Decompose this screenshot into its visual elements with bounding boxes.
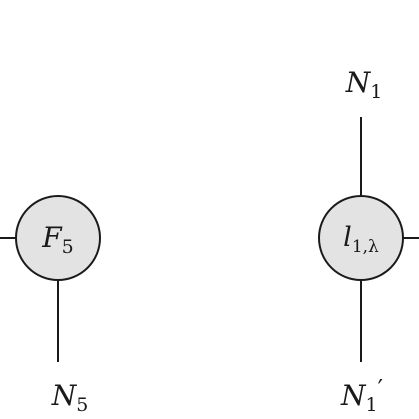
node-l1-lambda-label: l1,λ	[343, 222, 379, 257]
label-n1-top: N1	[345, 66, 383, 103]
label-n1-prime-bottom: N1′	[340, 375, 383, 416]
node-l1-lambda: l1,λ	[318, 117, 419, 362]
node-l1-lambda-circle	[318, 195, 404, 281]
node-f5-circle	[15, 195, 101, 281]
node-f5-label: F5	[41, 221, 74, 258]
label-n5: N5	[51, 379, 89, 416]
node-f5: F5	[0, 195, 101, 362]
